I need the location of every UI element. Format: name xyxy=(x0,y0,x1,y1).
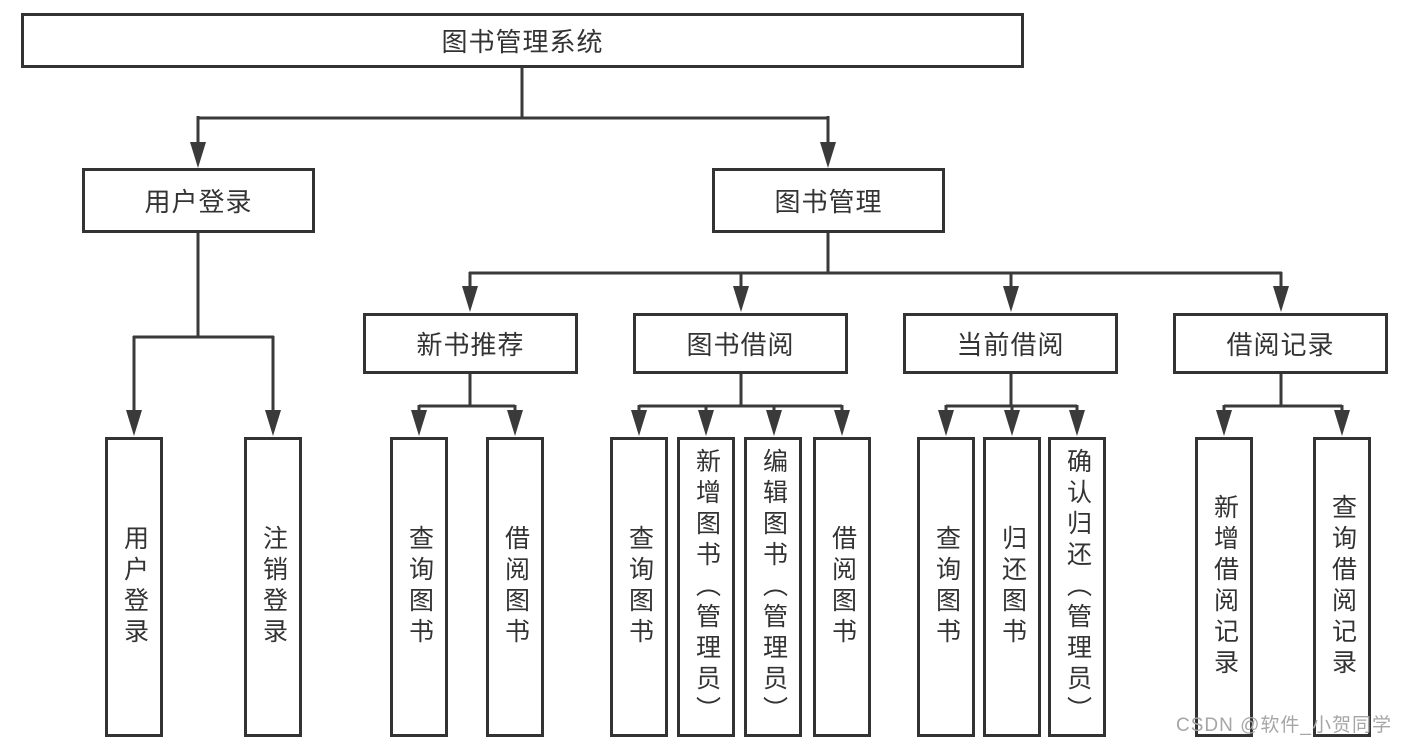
node-label: 用户登录 xyxy=(144,187,253,217)
arrowheads xyxy=(126,142,1350,436)
node-book-management-branch: 图书管理 xyxy=(712,168,945,233)
leaf-label: 归还图书 xyxy=(998,525,1027,649)
node-current-borrowing: 当前借阅 xyxy=(903,313,1118,374)
leaf-query-books-recommend: 查询图书 xyxy=(390,437,448,737)
leaf-add-books-admin: 新增图书（管理员） xyxy=(677,437,735,737)
node-user-login-branch: 用户登录 xyxy=(82,168,315,233)
node-library-management-system: 图书管理系统 xyxy=(21,13,1024,68)
node-label: 当前借阅 xyxy=(956,330,1065,360)
node-label: 图书借阅 xyxy=(686,330,795,360)
leaf-query-borrowing-record: 查询借阅记录 xyxy=(1313,437,1371,737)
leaf-label: 新增图书（管理员） xyxy=(692,447,721,727)
node-borrowing-records: 借阅记录 xyxy=(1173,313,1388,374)
leaf-label: 查询图书 xyxy=(932,525,961,649)
leaf-label: 查询借阅记录 xyxy=(1328,494,1357,680)
node-label: 图书管理系统 xyxy=(441,27,604,57)
leaf-confirm-return-admin: 确认归还（管理员） xyxy=(1048,437,1106,737)
leaf-borrow-books-borrowing: 借阅图书 xyxy=(813,437,871,737)
leaf-add-borrowing-record: 新增借阅记录 xyxy=(1195,437,1253,737)
node-new-book-recommendation: 新书推荐 xyxy=(363,313,578,374)
node-label: 借阅记录 xyxy=(1226,330,1335,360)
leaf-query-books-borrowing: 查询图书 xyxy=(610,437,668,737)
leaf-user-login: 用户登录 xyxy=(105,437,163,737)
node-label: 图书管理 xyxy=(774,187,883,217)
leaf-return-books: 归还图书 xyxy=(983,437,1041,737)
leaf-query-books-current: 查询图书 xyxy=(917,437,975,737)
leaf-logout: 注销登录 xyxy=(244,437,302,737)
leaf-edit-books-admin: 编辑图书（管理员） xyxy=(744,437,802,737)
leaf-borrow-books-recommend: 借阅图书 xyxy=(486,437,544,737)
leaf-label: 编辑图书（管理员） xyxy=(759,447,788,727)
node-label: 新书推荐 xyxy=(416,330,525,360)
leaf-label: 确认归还（管理员） xyxy=(1063,447,1092,727)
leaf-label: 查询图书 xyxy=(405,525,434,649)
leaf-label: 借阅图书 xyxy=(828,525,857,649)
leaf-label: 注销登录 xyxy=(259,525,288,649)
leaf-label: 借阅图书 xyxy=(501,525,530,649)
leaf-label: 新增借阅记录 xyxy=(1210,494,1239,680)
leaf-label: 查询图书 xyxy=(625,525,654,649)
csdn-watermark: CSDN @软件_小贺同学 xyxy=(1176,715,1392,736)
leaf-label: 用户登录 xyxy=(120,525,149,649)
node-book-borrowing: 图书借阅 xyxy=(633,313,848,374)
